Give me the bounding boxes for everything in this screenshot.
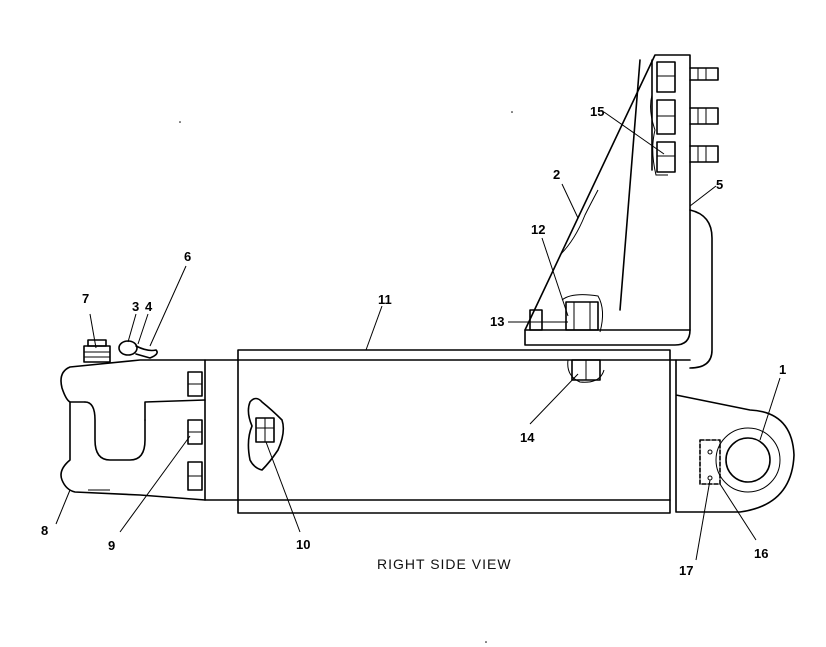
callout-2: 2 xyxy=(553,167,560,182)
view-caption: RIGHT SIDE VIEW xyxy=(377,556,512,572)
callout-6: 6 xyxy=(184,249,191,264)
callout-1: 1 xyxy=(779,362,786,377)
beam-cutaway-bolt xyxy=(247,397,285,471)
callout-10: 10 xyxy=(296,537,310,552)
clevis-end xyxy=(60,359,239,501)
callout-7: 7 xyxy=(82,291,89,306)
callout-14: 14 xyxy=(520,430,535,445)
upright-bracket xyxy=(524,54,719,346)
leader-lines xyxy=(55,111,781,561)
callout-16: 16 xyxy=(754,546,768,561)
callouts: 1 2 3 4 5 6 7 8 9 10 11 12 13 14 15 16 1… xyxy=(41,104,786,578)
callout-4: 4 xyxy=(145,299,153,314)
side-support xyxy=(669,209,713,369)
clevis-pin-assembly xyxy=(83,339,158,363)
callout-11: 11 xyxy=(378,292,392,307)
callout-5: 5 xyxy=(716,177,723,192)
callout-15: 15 xyxy=(590,104,604,119)
callout-9: 9 xyxy=(108,538,115,553)
callout-8: 8 xyxy=(41,523,48,538)
callout-3: 3 xyxy=(132,299,139,314)
callout-12: 12 xyxy=(531,222,545,237)
callout-13: 13 xyxy=(490,314,504,329)
callout-17: 17 xyxy=(679,563,693,578)
plate-bolts xyxy=(529,294,605,383)
main-beam xyxy=(237,349,671,514)
lug-pin xyxy=(675,359,795,513)
scan-dots xyxy=(179,111,513,643)
